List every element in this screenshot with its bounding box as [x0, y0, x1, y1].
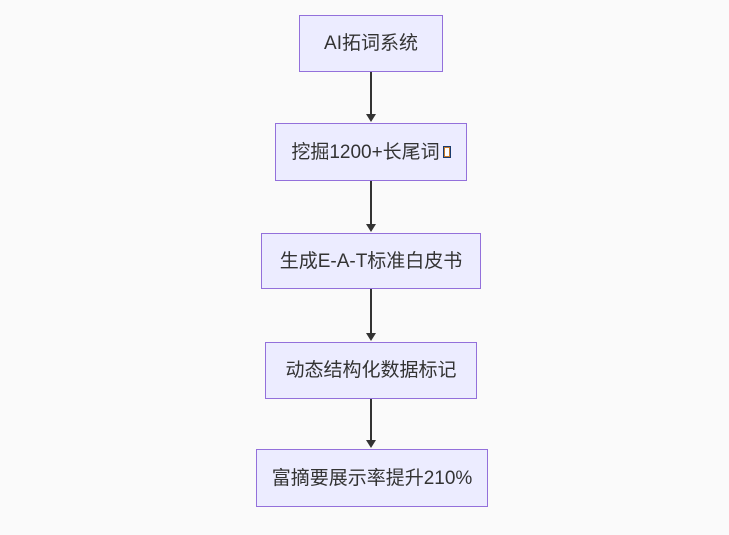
arrowhead-down-icon: [366, 114, 376, 122]
flow-node-ai-expansion-system: AI拓词系统: [299, 15, 443, 72]
flow-node-rich-snippet-rate: 富摘要展示率提升210%: [256, 449, 488, 507]
arrowhead-down-icon: [366, 440, 376, 448]
edge-line-2: [370, 181, 372, 224]
arrowhead-down-icon: [366, 224, 376, 232]
flow-node-label: 动态结构化数据标记: [285, 360, 457, 381]
edge-line-1: [370, 72, 372, 114]
arrowhead-down-icon: [366, 333, 376, 341]
flow-node-label: 富摘要展示率提升210%: [271, 467, 473, 489]
flow-node-label: AI拓词系统: [324, 33, 418, 54]
edge-line-4: [370, 399, 372, 440]
missing-glyph-icon: [442, 146, 451, 158]
flow-node-longtail-mining: 挖掘1200+长尾词: [275, 123, 467, 181]
flow-node-eat-whitepaper: 生成E-A-T标准白皮书: [261, 233, 481, 289]
edge-line-3: [370, 289, 372, 333]
flow-node-structured-data-markup: 动态结构化数据标记: [265, 342, 477, 399]
flow-node-label: 挖掘1200+长尾词: [291, 141, 440, 163]
flow-node-label: 生成E-A-T标准白皮书: [279, 250, 463, 272]
